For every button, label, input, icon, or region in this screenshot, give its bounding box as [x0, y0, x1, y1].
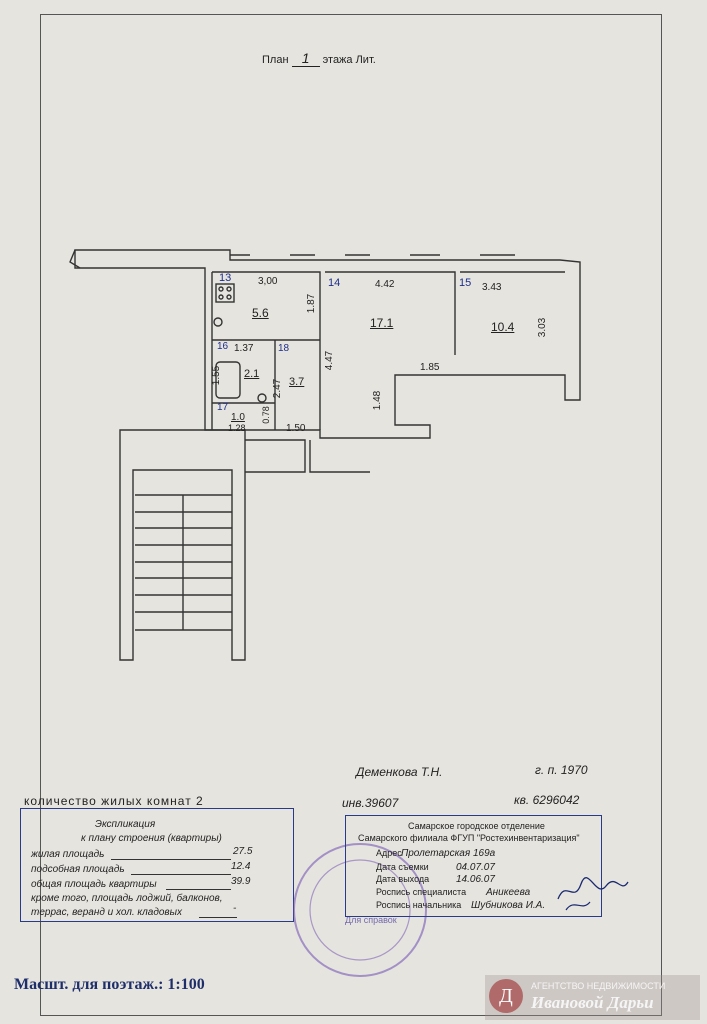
stamp-org-line-2: Самарского филиала ФГУП "Ростехинвентари…: [358, 833, 580, 843]
extra-area-label: кроме того, площадь лоджий, балконов,: [31, 893, 223, 904]
agency-logo-icon: Д: [489, 979, 523, 1013]
stamp-org-line-1: Самарское городское отделение: [408, 821, 545, 831]
extra-area-label-2: террас, веранд и хол. кладовых: [31, 907, 182, 918]
total-area-value: 39.9: [231, 876, 251, 887]
room-area-14: 17.1: [370, 316, 394, 330]
dimension-label: 3.43: [482, 282, 502, 293]
stamp-box: Самарское городское отделение Самарского…: [345, 815, 629, 917]
total-area-line: [166, 889, 231, 890]
room-number-17: 17: [217, 402, 229, 413]
inventory-number: инв.39607: [342, 796, 399, 810]
room-area-17: 1.0: [231, 412, 245, 423]
agency-name-line-2: Ивановой Дарьи: [531, 993, 654, 1012]
room-number-14: 14: [328, 277, 341, 289]
living-rooms-count: количество жилых комнат 2: [24, 794, 204, 808]
room-number-15: 15: [459, 277, 472, 289]
room-area-13: 5.6: [252, 306, 269, 320]
room-number-16: 16: [217, 341, 229, 352]
explication-subtitle: к плану строения (квартиры): [81, 833, 222, 844]
living-area-label: жилая площадь: [31, 849, 105, 860]
scale-label: Масшт. для поэтаж.: 1:100: [14, 976, 205, 993]
plan-title-prefix: План: [262, 54, 289, 66]
living-area-line: [111, 859, 231, 860]
aux-area-value: 12.4: [231, 861, 251, 872]
stamp-tech-label: Роспись специалиста: [376, 887, 467, 897]
stamp-date-label: Дата съемки: [376, 862, 429, 872]
stamp-issue-label: Дата выхода: [376, 874, 430, 884]
signature-mark: [557, 877, 629, 911]
room-area-16: 2.1: [244, 368, 260, 380]
page-frame: [40, 14, 662, 1016]
stamp-address-value: Пролетарская 169а: [401, 848, 496, 859]
room-area-18: 3.7: [289, 376, 305, 388]
agency-name-line-1: АГЕНТСТВО НЕДВИЖИМОСТИ: [531, 981, 666, 991]
dimension-label: 4.42: [375, 279, 395, 290]
plan-floor-number: 1: [291, 50, 320, 67]
dimension-label: 1.50: [286, 423, 306, 434]
dimension-label: 1.37: [234, 343, 254, 354]
stamp-issue-value: 14.06.07: [456, 874, 495, 885]
build-year: г. п. 1970: [535, 763, 588, 777]
plan-title-suffix: этажа Лит.: [322, 54, 376, 66]
seal-text: Для справок: [345, 915, 397, 925]
stamp-address-label: Адрес: [376, 848, 402, 858]
agency-watermark: Д АГЕНТСТВО НЕДВИЖИМОСТИ Ивановой Дарьи: [485, 975, 700, 1020]
dimension-label: 1.28: [228, 423, 246, 433]
apartment-number: кв. 6296042: [514, 793, 580, 807]
stamp-tech-value: Аникеева: [486, 887, 531, 898]
explication-title: Экспликация: [95, 819, 156, 830]
owner-name: Деменкова Т.Н.: [356, 765, 443, 779]
living-area-value: 27.5: [233, 846, 253, 857]
extra-area-value: -: [233, 903, 237, 914]
room-number-18: 18: [278, 343, 290, 354]
room-number-13: 13: [219, 272, 232, 284]
plan-title: План 1 этажа Лит.: [262, 50, 376, 67]
explication-box: Экспликация к плану строения (квартиры) …: [20, 808, 294, 922]
dimension-label: 1.85: [420, 362, 440, 373]
room-area-15: 10.4: [491, 320, 515, 334]
stamp-date-value: 04.07.07: [456, 862, 495, 873]
aux-area-line: [131, 874, 231, 875]
total-area-label: общая площадь квартиры: [31, 879, 157, 890]
stamp-chief-value: Шубникова И.А.: [471, 900, 546, 911]
extra-area-line: [199, 917, 237, 918]
stamp-chief-label: Роспись начальника: [376, 900, 462, 910]
aux-area-label: подсобная площадь: [31, 864, 125, 875]
dimension-label: 3,00: [258, 276, 278, 287]
